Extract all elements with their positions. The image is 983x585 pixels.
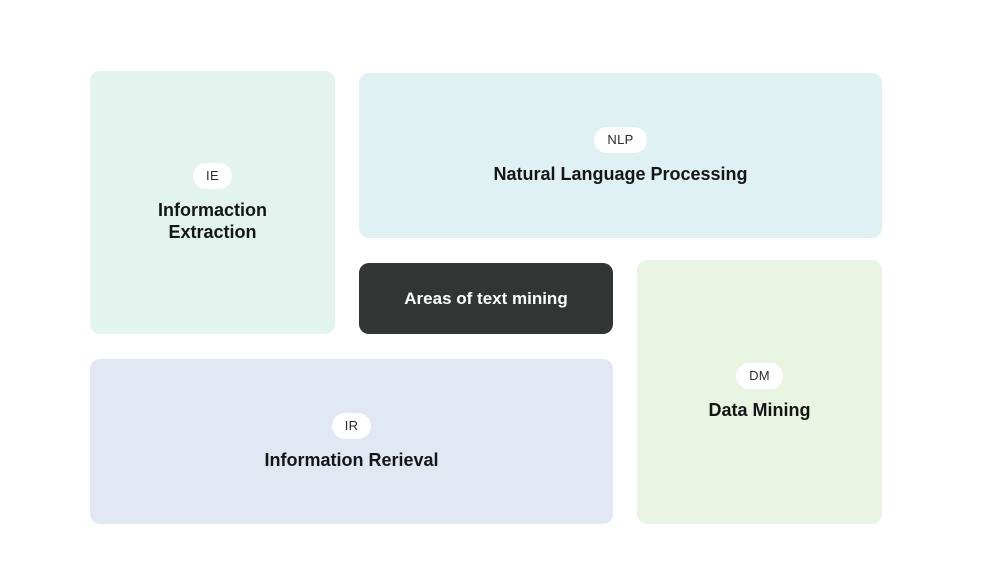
area-card-data-mining: DM Data Mining [637, 260, 882, 524]
central-topic-card: Areas of text mining [359, 263, 613, 334]
area-badge-ie: IE [193, 162, 232, 189]
area-card-information-retrieval: IR Information Rerieval [90, 359, 613, 524]
area-label-ir: Information Rerieval [264, 449, 439, 470]
area-badge-dm: DM [736, 363, 783, 389]
area-badge-nlp: NLP [594, 126, 647, 153]
area-label-dm: Data Mining [708, 400, 811, 420]
central-topic-label: Areas of text mining [404, 288, 568, 308]
area-card-information-extraction: IE Informaction Extraction [90, 71, 335, 334]
area-label-nlp: Natural Language Processing [493, 163, 748, 184]
area-badge-ir: IR [331, 412, 372, 439]
area-label-ie: Informaction Extraction [157, 199, 267, 242]
area-card-natural-language-processing: NLP Natural Language Processing [359, 73, 882, 238]
